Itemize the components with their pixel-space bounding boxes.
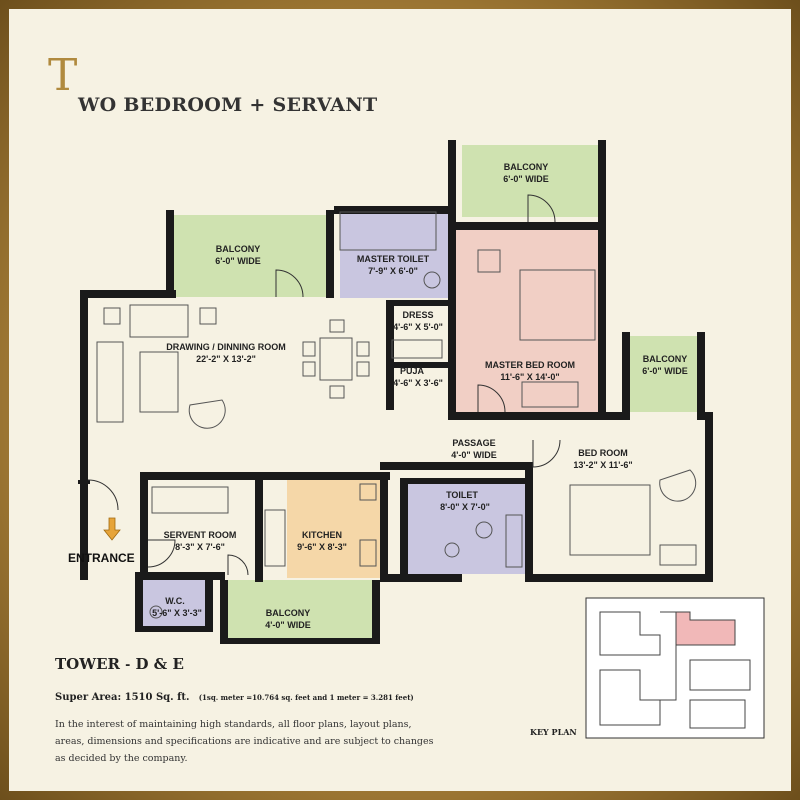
master-toilet-zone: [340, 210, 452, 298]
room-balcony-top-right-dim: 6'-0" WIDE: [503, 174, 548, 184]
room-master-bed-name: MASTER BED ROOM: [485, 360, 575, 370]
furniture: [96, 211, 697, 619]
study-desk: [659, 544, 697, 566]
room-balcony-bottom-dim: 4'-0" WIDE: [265, 620, 310, 630]
kitchen-fridge: [359, 483, 377, 501]
room-master-toilet-name: MASTER TOILET: [357, 254, 430, 264]
dining-chair-top: [329, 319, 345, 333]
tower-name: D & E: [135, 655, 184, 673]
coffee-table: [139, 351, 179, 413]
room-kitchen-name: KITCHEN: [302, 530, 342, 540]
dining-table: [319, 337, 353, 381]
room-dress-dim: 4'-6" X 5'-0": [393, 322, 443, 332]
kitchen-stove: [359, 539, 377, 567]
balcony-top-right-zone: [462, 145, 602, 217]
entrance-arrow-icon: [103, 517, 121, 541]
toilet-basin: [475, 521, 493, 539]
room-drawing-dim: 22'-2" X 13'-2": [196, 354, 256, 364]
dress-wardrobe: [391, 339, 443, 359]
room-master-toilet-dim: 7'-9" X 6'-0": [368, 266, 418, 276]
room-balcony-bottom-name: BALCONY: [266, 608, 311, 618]
room-balcony-right-name: BALCONY: [643, 354, 688, 364]
room-dress-name: DRESS: [402, 310, 433, 320]
armchair-bedroom: [659, 469, 697, 502]
dining-chair-bottom: [329, 385, 345, 399]
entrance-label: ENTRANCE: [68, 551, 135, 565]
room-toilet-name: TOILET: [446, 490, 478, 500]
room-passage-name: PASSAGE: [452, 438, 495, 448]
dining-chair-right-1: [356, 341, 370, 357]
door-entrance: [87, 479, 119, 511]
wc-zone: [140, 580, 210, 626]
master-bed: [519, 269, 596, 341]
toilet-zone: [400, 478, 525, 574]
disclaimer: In the interest of maintaining high stan…: [55, 719, 434, 764]
room-puja-name: PUJA: [400, 366, 425, 376]
key-plan-label: KEY PLAN: [530, 727, 577, 737]
lamp-left: [103, 307, 121, 325]
door-servent: [147, 539, 176, 568]
kitchen-zone: [287, 478, 387, 578]
tower-label: TOWER - D & E: [55, 655, 184, 673]
tower-dash: -: [125, 656, 131, 673]
master-sofa: [521, 381, 579, 408]
title-rest: WO BEDROOM + SERVANT: [78, 94, 378, 116]
room-toilet-dim: 8'-0" X 7'-0": [440, 502, 490, 512]
key-plan-block-1: [599, 611, 661, 656]
key-plan-block-4: [689, 699, 746, 729]
super-area: Super Area: 1510 Sq. ft. (1sq. meter =10…: [55, 692, 414, 703]
balcony-right-zone: [627, 336, 697, 412]
room-balcony-top-left-dim: 6'-0" WIDE: [215, 256, 260, 266]
tower-prefix: TOWER: [55, 655, 120, 673]
lamp-right: [199, 307, 217, 325]
master-basin: [423, 271, 441, 289]
door-balcony-top-right: [527, 194, 556, 223]
servent-bed: [151, 486, 229, 514]
door-bed-room: [532, 439, 561, 468]
door-wc: [227, 554, 249, 576]
room-balcony-top-left-name: BALCONY: [216, 244, 261, 254]
key-plan-core: [660, 611, 677, 701]
kitchen-counter: [264, 509, 286, 567]
key-plan-highlight: [675, 611, 736, 646]
room-balcony-top-right-name: BALCONY: [504, 162, 549, 172]
armchair-drawing: [188, 399, 226, 429]
room-master-bed-dim: 11'-6" X 14'-0": [500, 372, 559, 382]
toilet-wc: [444, 542, 460, 558]
room-drawing-name: DRAWING / DINNING ROOM: [166, 342, 286, 352]
room-servent-name: SERVENT ROOM: [164, 530, 237, 540]
wc-pan: [149, 605, 163, 619]
balcony-top-left-zone: [170, 215, 330, 297]
bed-room-bed: [569, 484, 651, 556]
toilet-shelf: [505, 514, 523, 568]
room-wc-dim: 5'-6" X 3'-3": [152, 608, 202, 618]
doors: [87, 194, 561, 576]
sofa-left: [96, 341, 124, 423]
shower-area: [339, 211, 437, 251]
title-initial: T: [48, 50, 78, 101]
room-bed-room-dim: 13'-2" X 11'-6": [573, 460, 632, 470]
dining-chair-right-2: [356, 361, 370, 377]
dining-chair-left-1: [302, 341, 316, 357]
door-master-bed: [477, 384, 506, 413]
room-wc-name: W.C.: [165, 596, 185, 606]
walls: [78, 140, 713, 644]
room-kitchen-dim: 9'-6" X 8'-3": [297, 542, 347, 552]
room-passage-dim: 4'-0" WIDE: [451, 450, 496, 460]
super-area-label: Super Area: 1510 Sq. ft.: [55, 692, 190, 703]
key-plan-box: [585, 597, 765, 739]
sofa-top: [129, 304, 189, 338]
key-plan: [585, 597, 765, 739]
dining-chair-left-2: [302, 361, 316, 377]
room-puja-dim: 4'-6" X 3'-6": [393, 378, 443, 388]
room-balcony-right-dim: 6'-0" WIDE: [642, 366, 687, 376]
room-bed-room-name: BED ROOM: [578, 448, 628, 458]
door-balcony-top-left: [275, 269, 304, 298]
room-servent-dim: 8'-3" X 7'-6": [175, 542, 225, 552]
balcony-bottom-zone: [225, 580, 375, 640]
key-plan-block-3: [689, 659, 751, 691]
master-side-table: [477, 249, 501, 273]
super-area-conversion: (1sq. meter =10.764 sq. feet and 1 meter…: [198, 693, 414, 702]
